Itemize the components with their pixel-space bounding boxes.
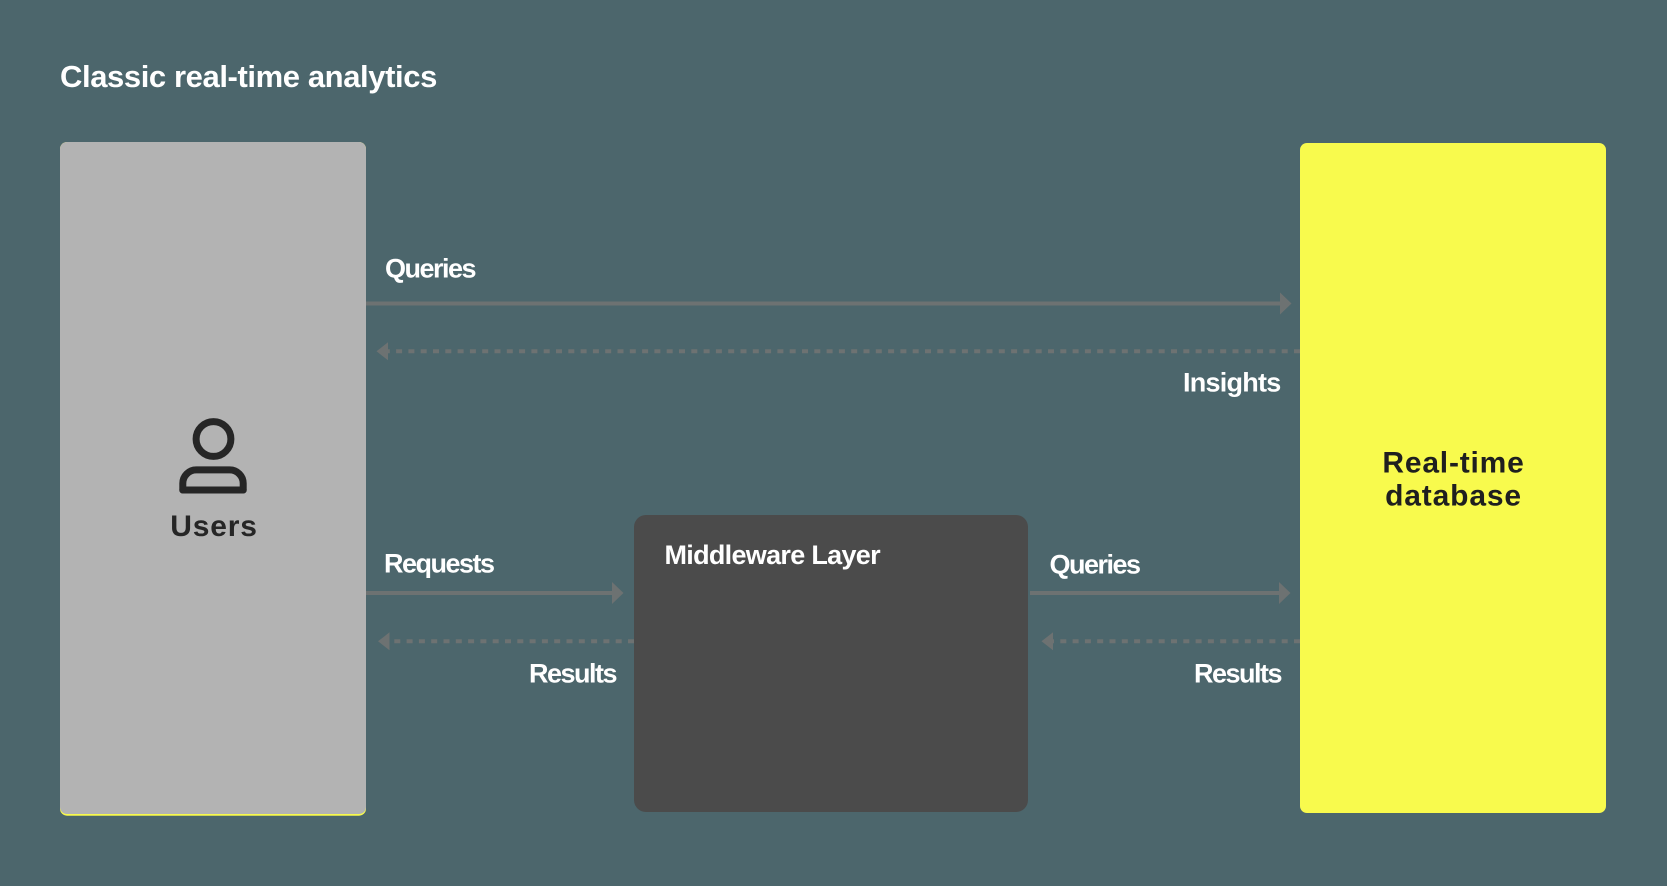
svg-text:Queries: Queries	[385, 254, 476, 284]
svg-text:Classic real-time analytics: Classic real-time analytics	[60, 59, 437, 94]
svg-text:Middleware Layer: Middleware Layer	[665, 540, 882, 570]
svg-text:Users: Users	[170, 510, 257, 543]
svg-text:Results: Results	[529, 659, 617, 689]
svg-text:Queries: Queries	[1050, 550, 1141, 580]
svg-text:Real-time: Real-time	[1382, 447, 1524, 480]
svg-text:database: database	[1385, 480, 1522, 513]
svg-text:Requests: Requests	[384, 549, 494, 579]
svg-text:Insights: Insights	[1183, 368, 1281, 398]
svg-text:Results: Results	[1194, 659, 1282, 689]
